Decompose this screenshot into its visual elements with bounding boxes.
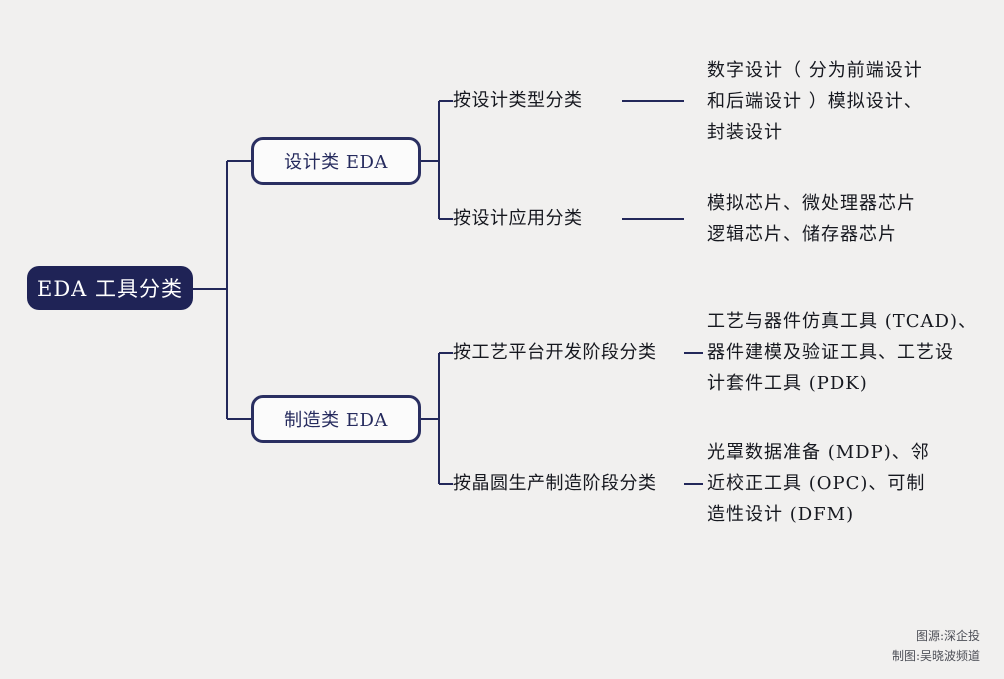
category-label-design: 设计类 EDA	[284, 152, 388, 173]
credits: 图源:深企投 制图:吴晓波频道	[892, 626, 980, 666]
leaf-design-types: 数字设计（ 分为前端设计 和后端设计 ）模拟设计、 封装设计	[707, 60, 923, 143]
root-node: EDA 工具分类	[27, 266, 193, 310]
category-node-manufacturing: 制造类 EDA	[251, 395, 421, 443]
leaf-wafer-manufacturing-tools: 光罩数据准备 (MDP)、邻 近校正工具 (OPC)、可制 造性设计 (DFM)	[707, 442, 930, 525]
category-label-manufacturing: 制造类 EDA	[284, 410, 388, 431]
chart-author-credit: 制图:吴晓波频道	[891, 649, 980, 663]
image-source-credit: 图源:深企投	[915, 629, 980, 643]
root-label: EDA 工具分类	[36, 277, 183, 301]
category-node-design: 设计类 EDA	[251, 137, 421, 185]
branch-label-by-process-platform-stage: 按工艺平台开发阶段分类	[453, 342, 657, 363]
branch-label-by-design-application: 按设计应用分类	[453, 208, 583, 229]
leaf-process-platform-tools: 工艺与器件仿真工具 (TCAD)、 器件建模及验证工具、工艺设 计套件工具 (P…	[707, 311, 977, 394]
branch-label-by-design-type: 按设计类型分类	[453, 90, 583, 111]
leaf-design-applications: 模拟芯片、微处理器芯片 逻辑芯片、储存器芯片	[707, 193, 916, 245]
branch-label-by-wafer-manufacturing-stage: 按晶圆生产制造阶段分类	[453, 473, 657, 494]
